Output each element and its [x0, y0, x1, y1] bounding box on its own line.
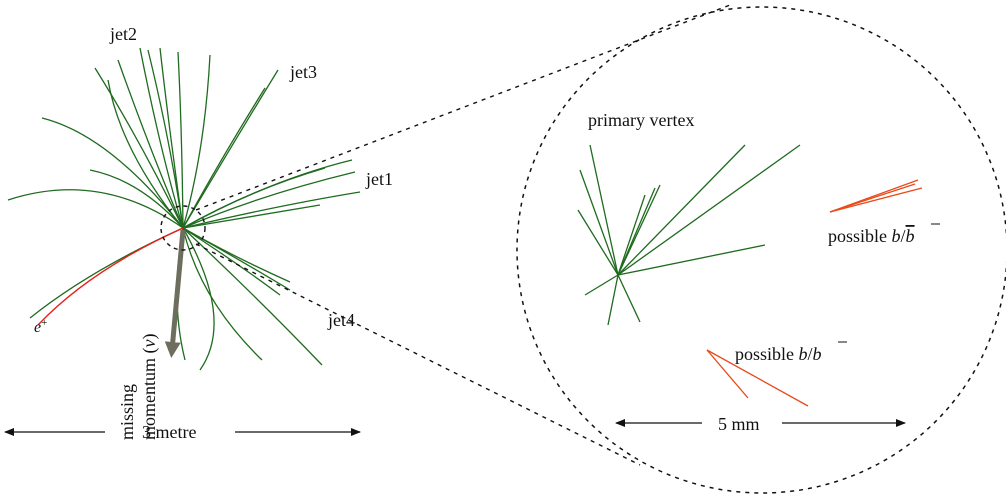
- jet1-label: jet1: [365, 169, 393, 189]
- vertex-track: [617, 244, 766, 276]
- track: [182, 69, 279, 229]
- track: [182, 167, 326, 229]
- b-tracks-lower: [706, 349, 809, 407]
- primary-vertex-tracks: [577, 144, 801, 326]
- zoom-connector-top: [195, 4, 731, 211]
- track: [182, 204, 321, 229]
- track: [139, 47, 184, 229]
- track: [182, 227, 281, 296]
- possible-b-label-upper: possible b/b: [828, 226, 915, 246]
- vertex-track: [584, 274, 619, 296]
- vertex-zoom-circle: [160, 205, 206, 251]
- track: [7, 189, 184, 229]
- nu-symbol: ν: [139, 340, 159, 348]
- track: [29, 227, 184, 319]
- track: [94, 67, 184, 229]
- vertex-track: [617, 274, 641, 323]
- slash: /: [808, 344, 813, 364]
- scale-label-left: 3 metre: [142, 422, 196, 442]
- primary-vertex-label: primary vertex: [588, 110, 694, 130]
- vertex-track: [617, 144, 801, 276]
- positron-sup: +: [41, 317, 47, 329]
- vertex-track: [589, 144, 619, 276]
- momentum-label: momentum (ν): [139, 334, 160, 441]
- b-track: [829, 183, 916, 213]
- scale-label-right: 5 mm: [718, 414, 760, 434]
- vertex-track: [579, 169, 619, 276]
- jet3-label: jet3: [289, 62, 317, 82]
- slash: /: [901, 226, 906, 246]
- track: [147, 49, 184, 229]
- zoom-connector-bottom: [195, 243, 641, 466]
- b-tracks-upper: [829, 179, 923, 213]
- momentum-text: momentum (: [139, 348, 160, 441]
- track: [182, 191, 361, 229]
- track: [159, 47, 184, 229]
- bbar-symbol: b: [813, 344, 822, 364]
- jet4-label: jet4: [327, 310, 355, 330]
- track: [182, 171, 356, 229]
- b-symbol: b: [799, 344, 808, 364]
- vertex-track: [617, 144, 746, 276]
- track: [89, 169, 184, 229]
- track: [182, 54, 211, 229]
- track: [182, 227, 323, 366]
- bbar-symbol: b: [906, 226, 915, 246]
- momentum-close: ): [139, 334, 160, 340]
- missing-label: missing: [117, 384, 137, 440]
- vertex-track: [577, 209, 619, 276]
- b-symbol: b: [892, 226, 901, 246]
- positron-label: e+: [34, 317, 47, 336]
- missing-momentum-arrow: [164, 229, 186, 358]
- positron-base: e: [34, 319, 41, 336]
- jet2-label: jet2: [109, 24, 137, 44]
- green-tracks-left: [7, 47, 361, 371]
- track: [182, 227, 215, 371]
- zoom-circle: [516, 6, 1006, 494]
- track: [182, 227, 263, 361]
- vertex-track: [617, 194, 646, 276]
- vertex-track: [617, 184, 661, 276]
- missing-momentum-label: missing momentum (ν): [117, 334, 160, 441]
- track: [41, 117, 184, 229]
- b-track: [706, 349, 809, 407]
- b-track: [706, 349, 749, 399]
- track: [177, 51, 184, 229]
- track: [182, 87, 266, 229]
- b-track: [829, 187, 923, 213]
- vertex-track: [607, 274, 619, 326]
- track: [182, 227, 291, 283]
- possible-text: possible: [735, 344, 799, 364]
- possible-b-label-lower: possible b/b: [735, 344, 822, 364]
- track: [117, 59, 184, 229]
- positron-track: [37, 227, 184, 326]
- possible-text: possible: [828, 226, 892, 246]
